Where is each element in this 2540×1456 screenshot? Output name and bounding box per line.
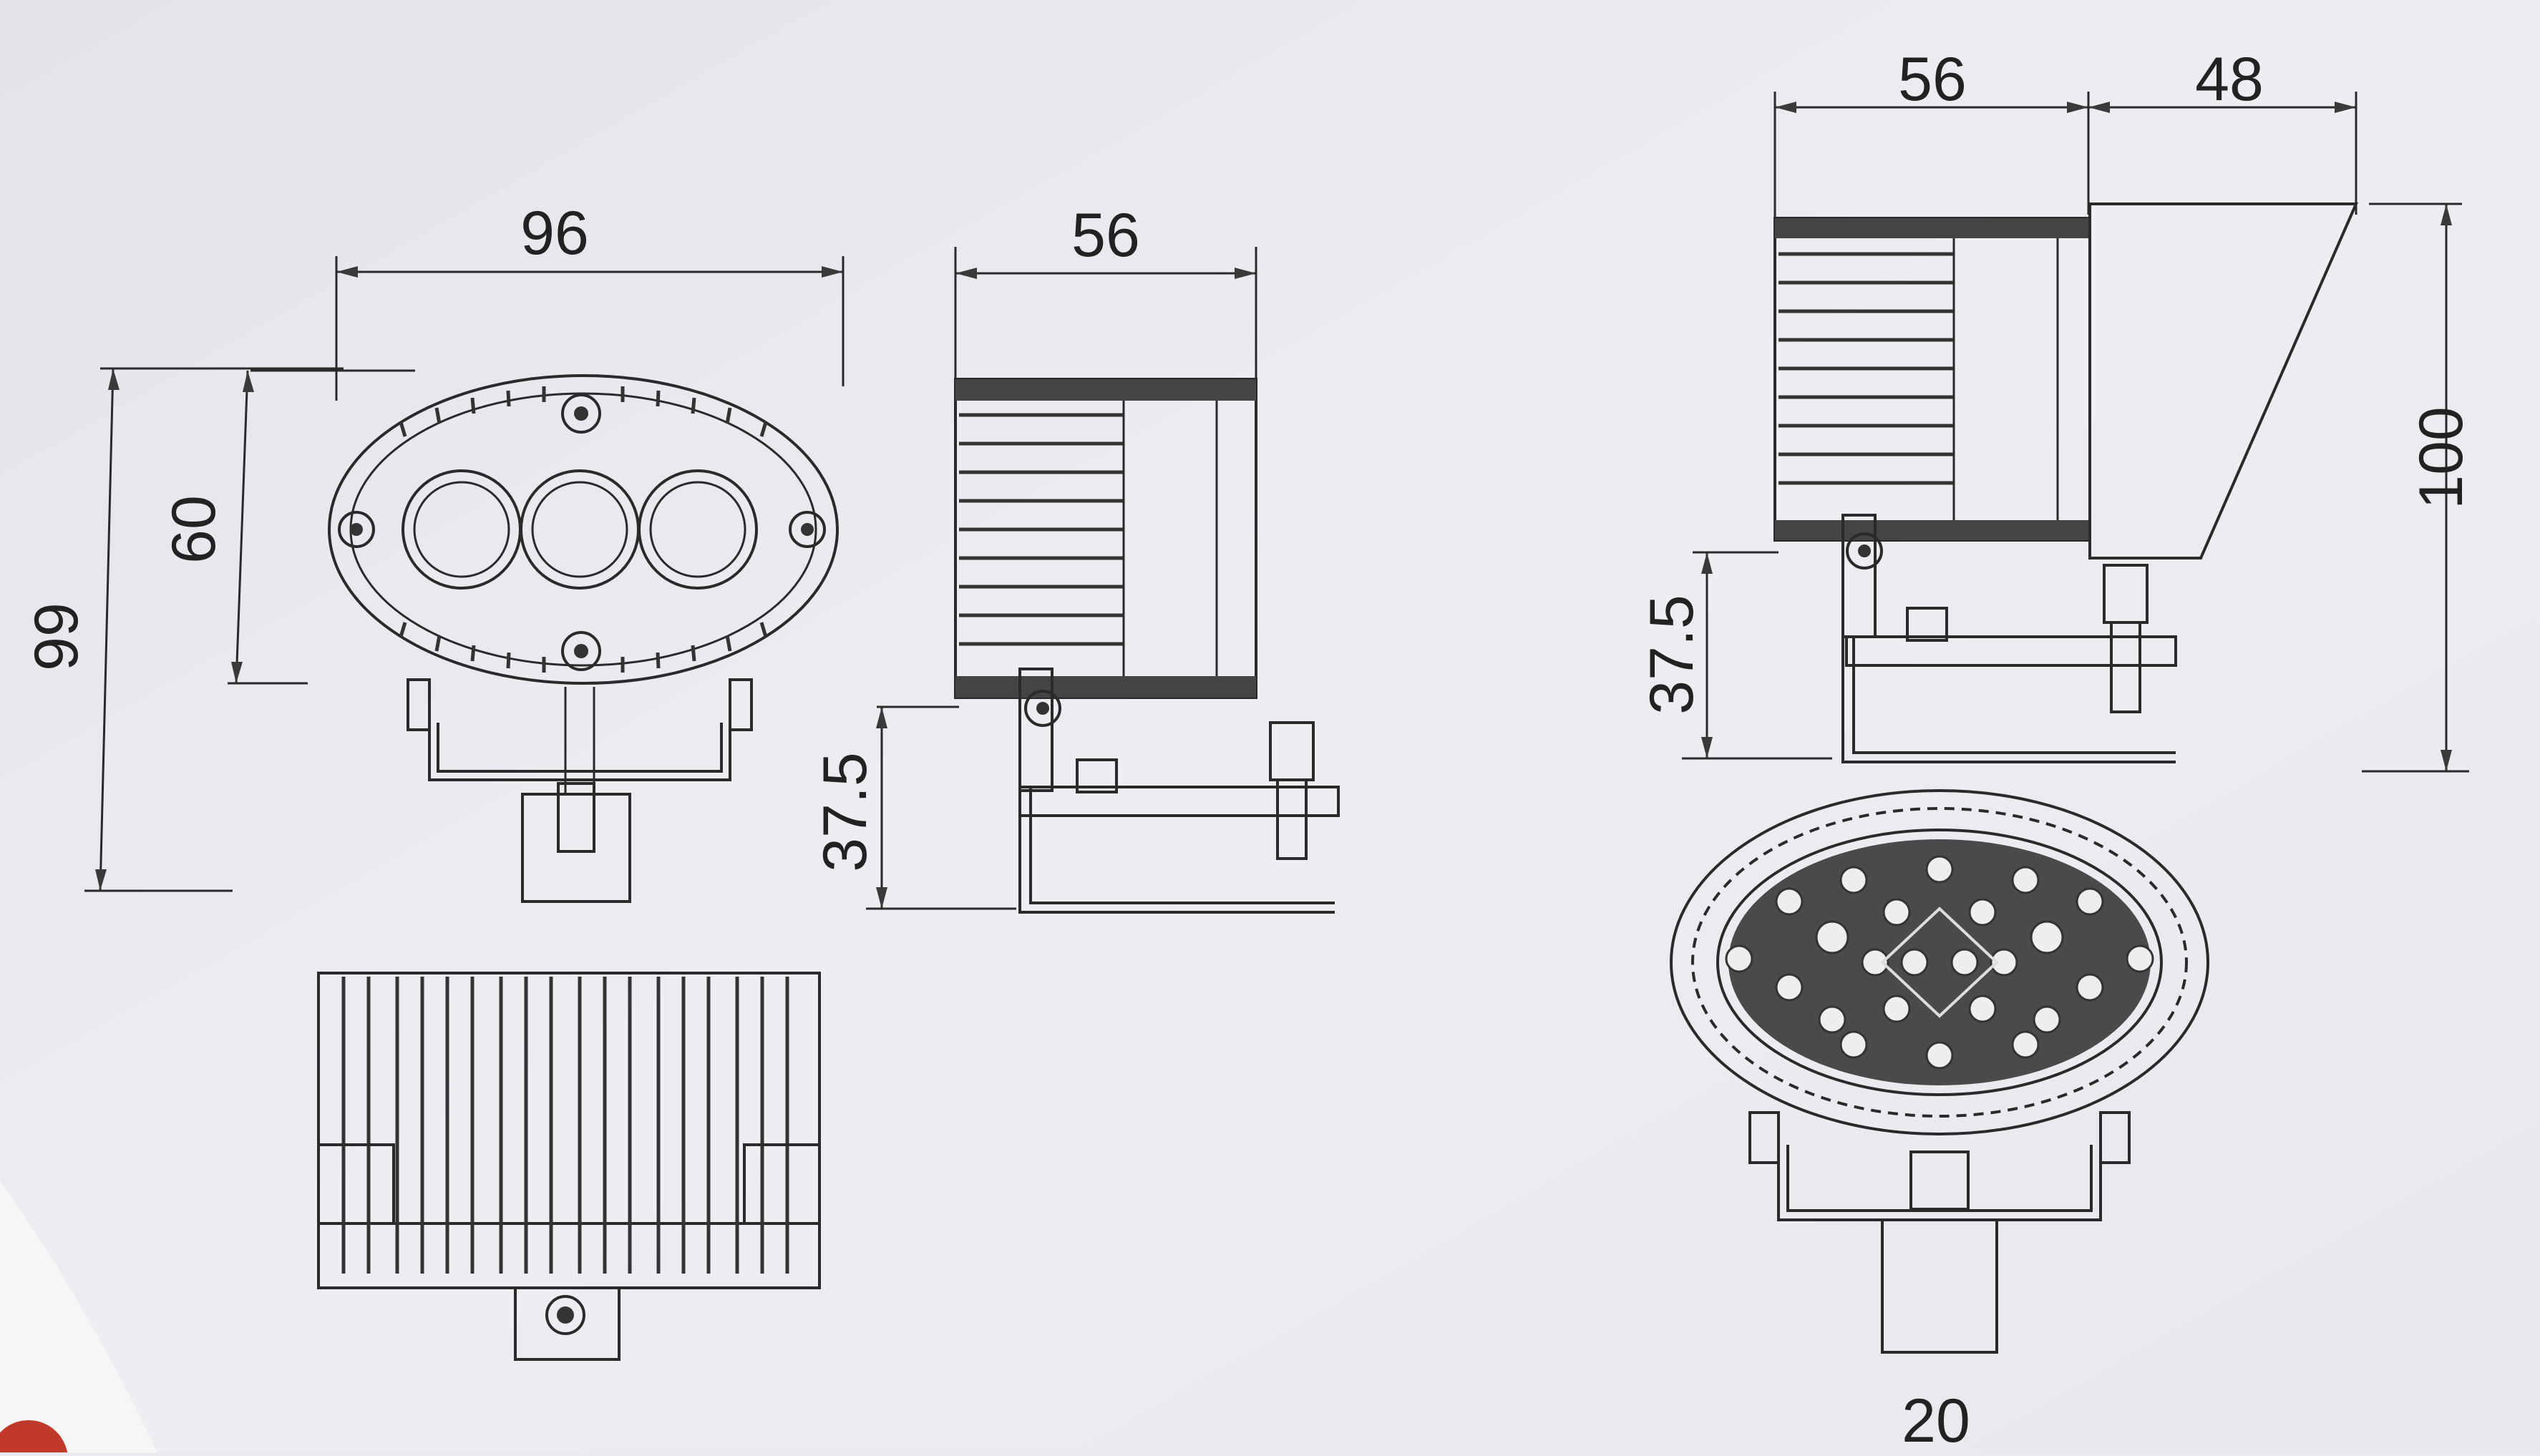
right-bracket-height-label: 37.5 xyxy=(1638,595,1706,714)
right-total-height-label: 100 xyxy=(2407,406,2476,509)
bottom-view xyxy=(317,972,821,1361)
side-bracket-height-label: 37.5 xyxy=(811,752,880,871)
side-depth-label: 56 xyxy=(1071,201,1140,270)
right-side-view: 56 48 100 xyxy=(1638,45,2476,773)
paper-curl xyxy=(0,1181,157,1452)
front-width-label: 96 xyxy=(520,199,589,268)
front-lens-height-label: 60 xyxy=(160,495,228,564)
side-view: 56 37.5 xyxy=(811,201,1340,914)
front-view: 96 60 99 xyxy=(22,199,845,903)
led-front-view: 20 xyxy=(1670,789,2209,1455)
red-mark xyxy=(0,1420,68,1456)
led-mount-width-label: 20 xyxy=(1902,1387,1970,1452)
front-total-height-label: 99 xyxy=(22,602,91,671)
right-body-depth-label: 56 xyxy=(1898,45,1967,114)
right-shroud-depth-label: 48 xyxy=(2195,45,2264,114)
